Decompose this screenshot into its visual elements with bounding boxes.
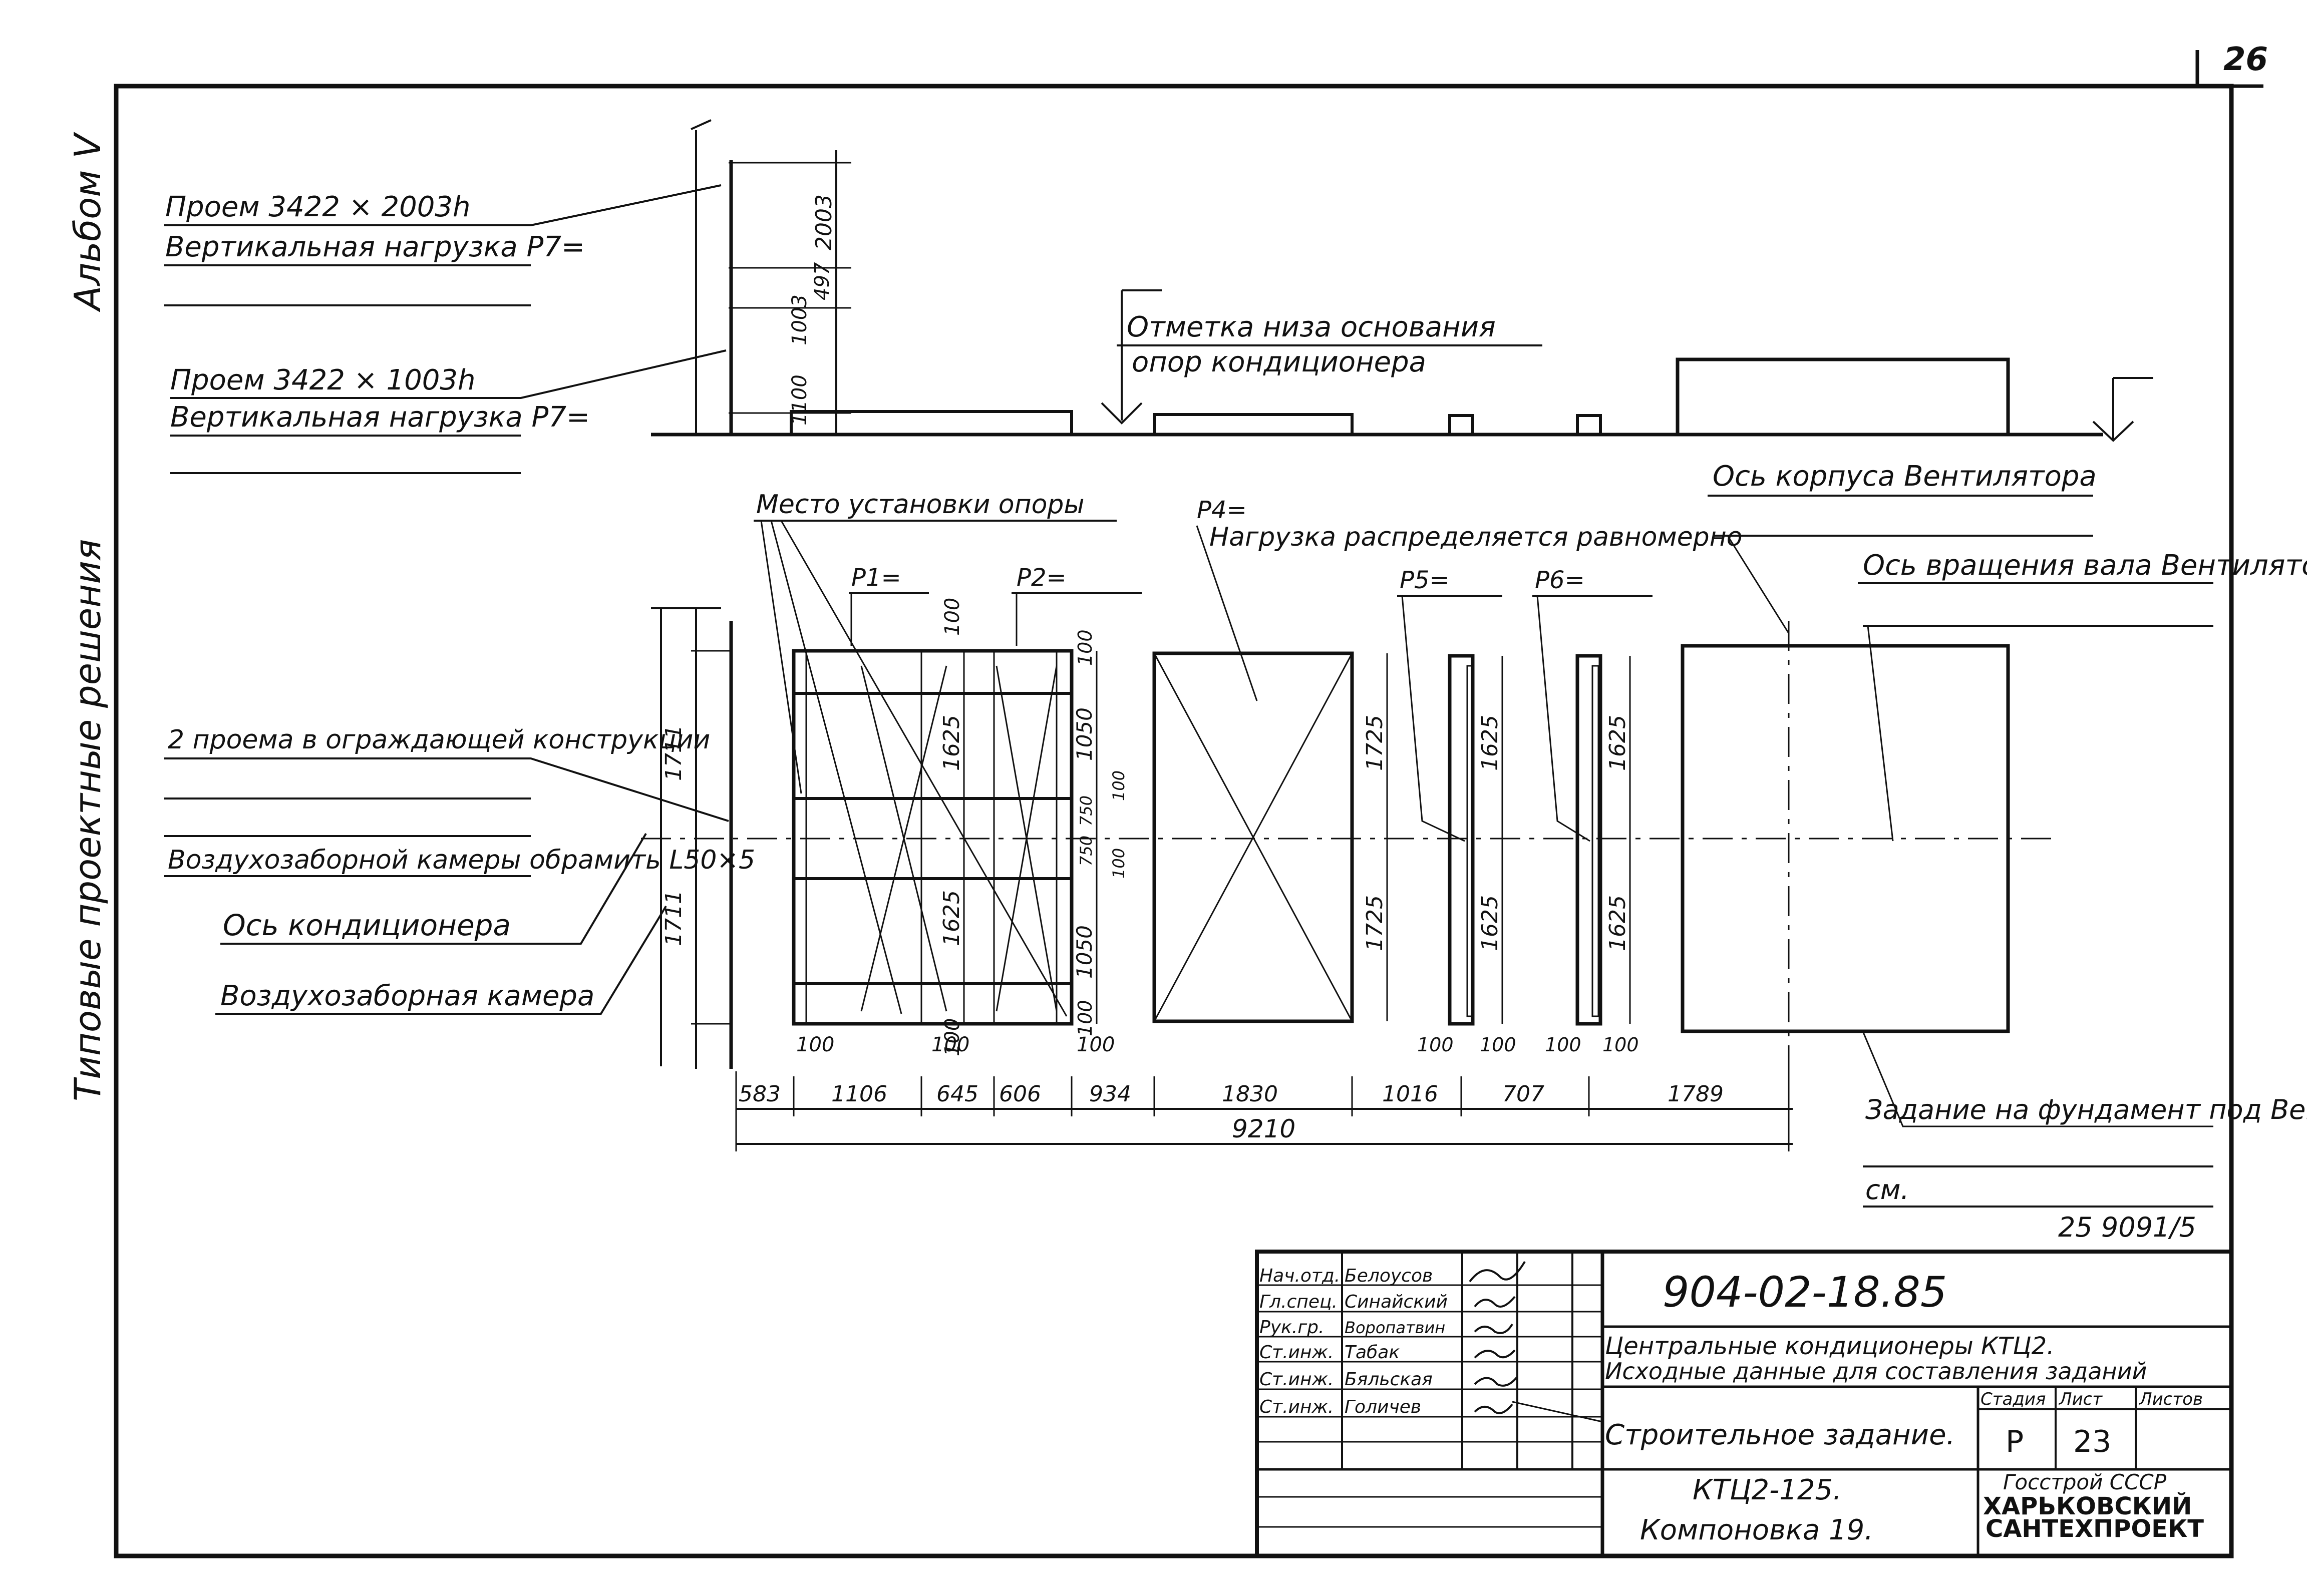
layout-line2: Компоновка 19. [1640, 1514, 1873, 1546]
elevation-view [164, 119, 2153, 474]
sect2-dim-750-bottom: 750 [1077, 836, 1096, 866]
sect4-dim-bottom: 1625 [1477, 895, 1503, 951]
chain-1789: 1789 [1668, 1081, 1724, 1107]
staff-role-4: Ст.инж. [1259, 1369, 1334, 1390]
staff-role-0: Нач.отд. [1259, 1266, 1340, 1286]
sect5-dim-100-right: 100 [1602, 1034, 1639, 1056]
wall-dim-1003: 1003 [788, 294, 811, 345]
corner-sheet-number: 26 [2223, 41, 2268, 78]
sect3-dim-bottom: 1725 [1362, 895, 1388, 951]
base-mark-line2: опор кондиционера [1132, 346, 1426, 378]
sect4-dim-top: 1625 [1477, 715, 1503, 771]
document-number: 904-02-18.85 [1663, 1268, 1947, 1317]
org-line3: САНТЕХПРОЕКТ [1986, 1515, 2204, 1543]
sect2-dim-1050-top: 1050 [1072, 707, 1097, 761]
sect2-dim-100-right: 100 [1077, 1033, 1115, 1056]
wall-dim-497: 497 [811, 262, 834, 300]
sect2-dim-100-b: 100 [1109, 848, 1128, 879]
wall-dim-1100: 1100 [788, 374, 811, 426]
chain-1016: 1016 [1382, 1081, 1438, 1107]
title-block [1255, 1250, 2233, 1558]
foundation-task-line1: Задание на фундамент под Вентилятор [1865, 1094, 2307, 1125]
sect4-dim-100-right: 100 [1480, 1034, 1516, 1056]
staff-name-1: Синайский [1345, 1292, 1448, 1312]
staff-name-4: Бяльская [1345, 1369, 1433, 1390]
opening1-load: Вертикальная нагрузка P7= [165, 231, 585, 263]
conditioner-axis-label: Ось кондиционера [223, 908, 511, 942]
sect2-dim-750-top: 750 [1077, 795, 1096, 826]
openings-note-line2: Воздухозаборной камеры обрамить L50×5 [168, 845, 755, 875]
album-label: Альбом V [67, 132, 109, 312]
layout-line1: КТЦ2-125. [1693, 1474, 1842, 1506]
staff-role-2: Рук.гр. [1259, 1317, 1324, 1338]
sect1-dim-100-bottom: 100 [941, 1018, 964, 1056]
openings-note-line1: 2 проема в ограждающей конструкции [168, 725, 710, 755]
staff-name-2: Воропатвин [1345, 1318, 1445, 1337]
chain-645: 645 [936, 1081, 978, 1107]
opening2-load: Вертикальная нагрузка P7= [170, 401, 590, 434]
left-dim-top: 1711 [661, 725, 687, 781]
sect5-dim-bottom: 1625 [1605, 895, 1630, 951]
foundation-task-line2: см. [1865, 1174, 1909, 1206]
org-line1: Госстрой СССР [2003, 1470, 2167, 1494]
load-p1: P1= [851, 564, 901, 592]
load-distribution-note: Нагрузка распределяется равномерно [1209, 522, 1743, 552]
chain-1106: 1106 [831, 1081, 887, 1107]
staff-name-0: Белоусов [1345, 1266, 1433, 1286]
sect1-dim-100-left: 100 [796, 1033, 834, 1056]
sect2-dim-100-bottom: 100 [1074, 1000, 1096, 1036]
left-dim-bottom: 1711 [661, 890, 687, 946]
staff-role-3: Ст.инж. [1259, 1342, 1334, 1363]
sheets-header: Листов [2138, 1389, 2203, 1409]
sheet-header: Лист [2058, 1389, 2103, 1409]
sect3-dim-top: 1725 [1362, 715, 1388, 771]
support-place-label: Место установки опоры [756, 490, 1084, 520]
sect1-dim-1625-bottom: 1625 [939, 890, 964, 946]
total-length: 9210 [1232, 1114, 1295, 1143]
fan-shaft-axis-label: Ось вращения вала Вентилятора [1863, 549, 2307, 582]
sect5-dim-top: 1625 [1605, 715, 1630, 771]
sect1-dim-100-top: 100 [941, 598, 964, 636]
sect2-dim-100-top: 100 [1074, 629, 1096, 666]
staff-role-5: Ст.инж. [1259, 1397, 1334, 1417]
chain-606: 606 [999, 1081, 1041, 1107]
base-mark-line1: Отметка низа основания [1127, 311, 1496, 343]
opening2-size: Проем 3422 × 1003h [170, 364, 475, 396]
fan-body-axis-label: Ось корпуса Вентилятора [1713, 460, 2097, 493]
chain-934: 934 [1089, 1081, 1131, 1107]
series-label: Типовые проектные решения [67, 539, 109, 1101]
sect5-dim-100-left: 100 [1545, 1034, 1581, 1056]
load-p4-label: P4= [1197, 496, 1247, 524]
sect2-dim-100-a: 100 [1109, 770, 1128, 801]
org-line2: ХАРЬКОВСКИЙ [1983, 1492, 2192, 1520]
sect1-dim-100-mid: 100 [931, 1033, 969, 1056]
stage-header: Стадия [1981, 1389, 2046, 1409]
staff-list: Нач.отд. Белоусов Гл.спец. Синайский Рук… [1259, 1266, 1448, 1417]
foundation-ref: 25 9091/5 [2058, 1212, 2196, 1243]
project-title-line1: Центральные кондиционеры КТЦ2. [1605, 1332, 2054, 1360]
sect4-dim-100-left: 100 [1417, 1034, 1454, 1056]
project-title-line2: Исходные данные для составления заданий [1605, 1358, 2147, 1385]
sect1-dim-1625-top: 1625 [939, 715, 964, 771]
staff-name-5: Голичев [1345, 1397, 1421, 1417]
sheet-value: 23 [2073, 1424, 2111, 1459]
staff-role-1: Гл.спец. [1259, 1292, 1338, 1312]
plan-view [164, 495, 2213, 1208]
chain-707: 707 [1502, 1081, 1544, 1107]
load-p5: P5= [1400, 566, 1450, 594]
wall-dim-2003: 2003 [811, 194, 837, 250]
load-p2: P2= [1017, 564, 1067, 592]
task-title: Строительное задание. [1605, 1419, 1955, 1451]
stage-value: Р [2006, 1424, 2024, 1459]
opening1-size: Проем 3422 × 2003h [165, 191, 470, 223]
sect2-dim-1050-bottom: 1050 [1072, 925, 1097, 979]
sheet-frame [114, 50, 2263, 1558]
chain-583: 583 [739, 1081, 781, 1107]
load-p6: P6= [1535, 566, 1585, 594]
intake-chamber-label: Воздухозаборная камера [220, 980, 594, 1012]
staff-name-3: Табак [1345, 1342, 1400, 1363]
chain-1830: 1830 [1222, 1081, 1278, 1107]
